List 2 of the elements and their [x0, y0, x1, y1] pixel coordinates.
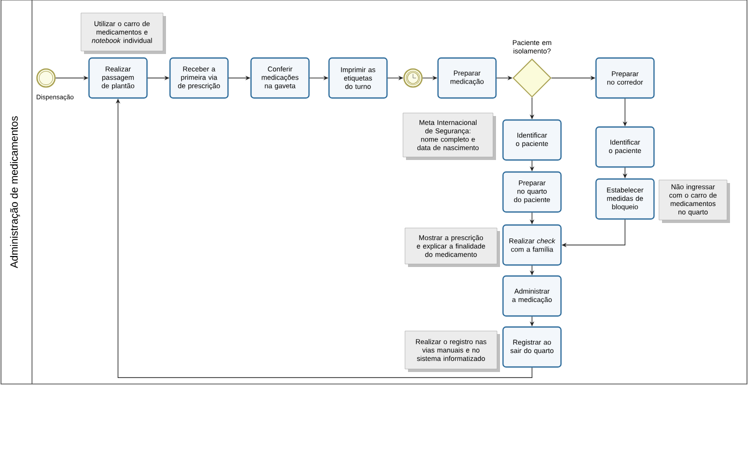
- timer-event: [403, 68, 423, 88]
- lane-title: Administração de medicamentos: [10, 116, 20, 268]
